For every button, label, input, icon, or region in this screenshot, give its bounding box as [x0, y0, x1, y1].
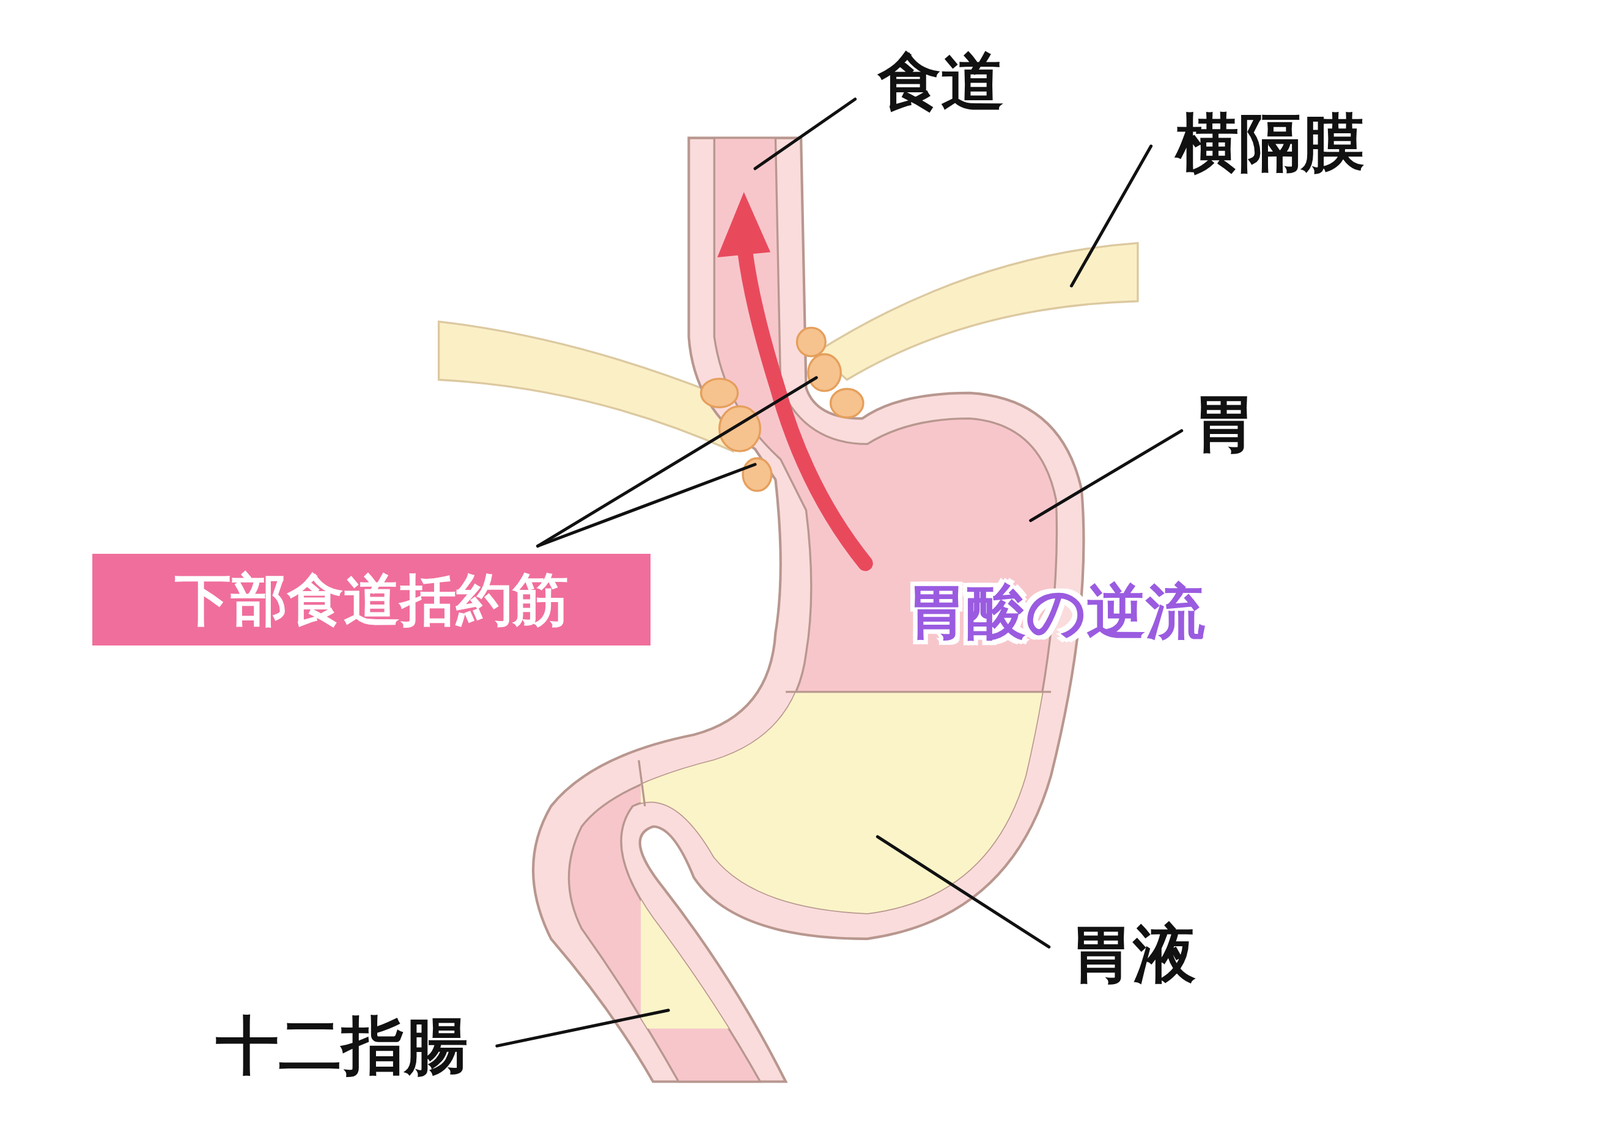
reflux-arrow [744, 250, 866, 564]
pylorus-line [638, 760, 646, 807]
esophagus-label: 食道 [877, 47, 1004, 117]
diaphragm-right [816, 243, 1138, 381]
diaphragm-label: 横隔膜 [1175, 108, 1365, 178]
gastric-juice [640, 692, 1131, 1029]
box-text: 下部食道括約筋 [92, 569, 651, 631]
sphincter-label-box: 下部食道括約筋 [92, 553, 651, 646]
reflux-arrowhead [717, 191, 771, 258]
gastric-juice-label: 胃液 [1069, 919, 1196, 989]
reflux-label: 胃酸の逆流 [907, 579, 1206, 646]
duodenum-label: 十二指腸 [215, 1011, 468, 1081]
juice-surface [785, 690, 1051, 693]
stomach-label: 胃 [1192, 388, 1256, 458]
